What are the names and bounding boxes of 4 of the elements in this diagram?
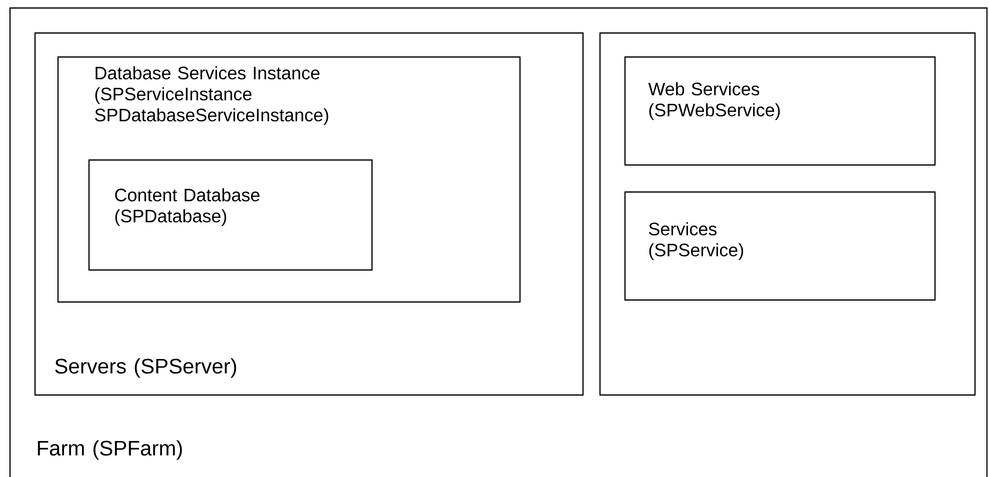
service-box: Web Services (SPWebService) <box>624 56 936 166</box>
panel-box <box>599 32 976 396</box>
service-box: Services (SPService) <box>624 191 936 301</box>
database-box: Content Database (SPDatabase) <box>88 159 373 271</box>
